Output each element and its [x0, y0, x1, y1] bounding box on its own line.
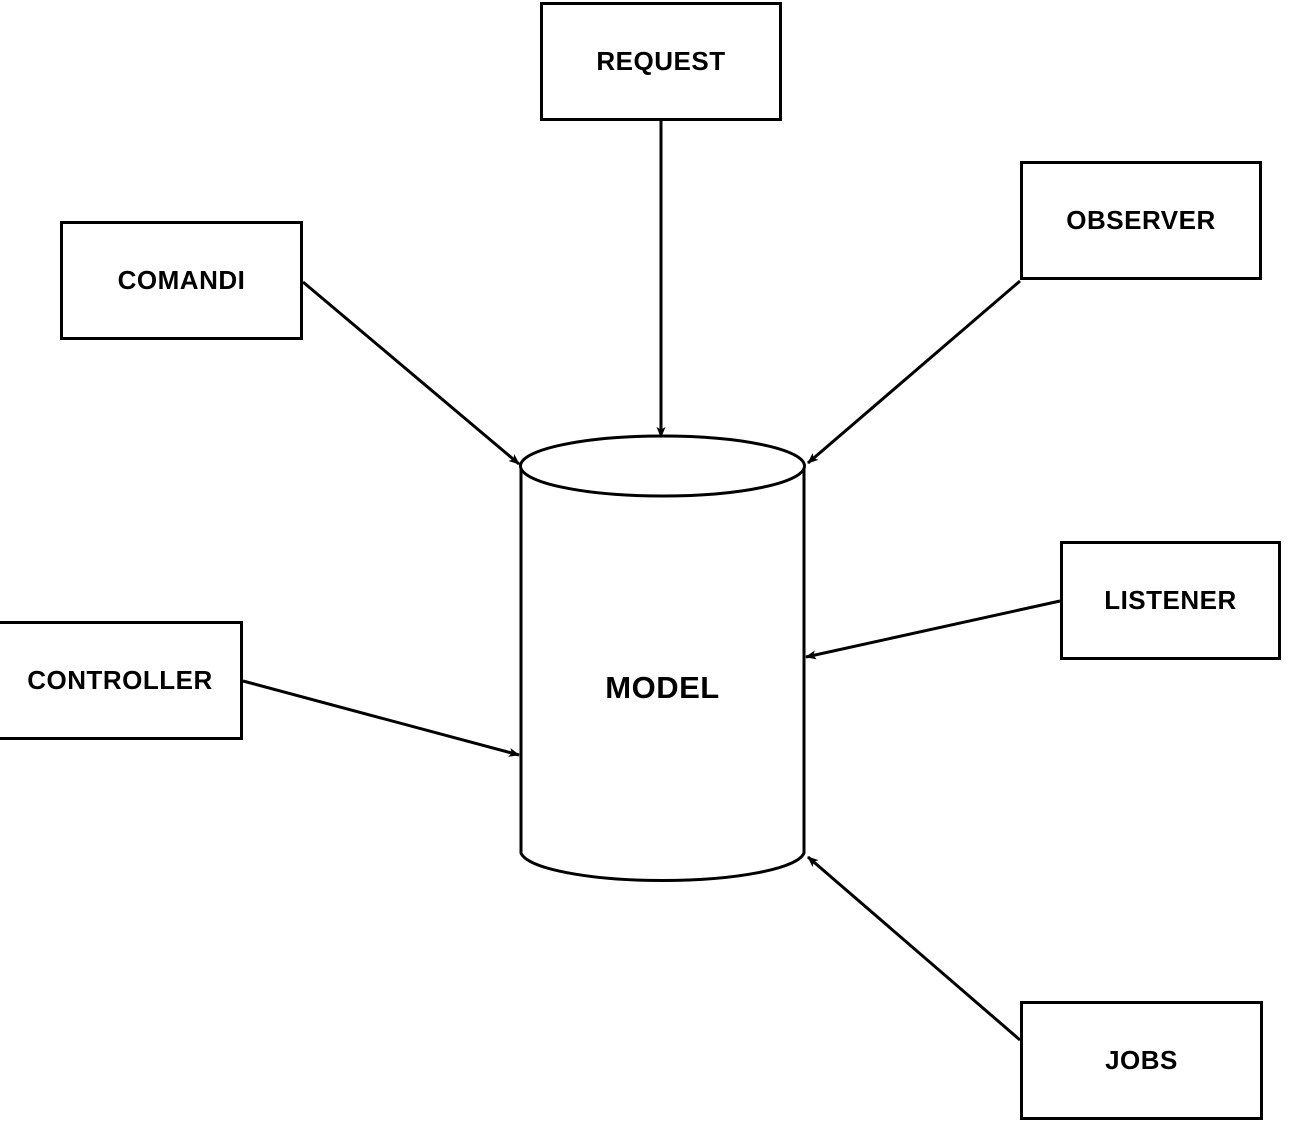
- edge-listener-to-model: [805, 599, 1061, 660]
- edge-controller-to-model: [242, 679, 520, 757]
- node-observer-label: OBSERVER: [1066, 205, 1216, 235]
- node-observer[interactable]: OBSERVER: [1020, 161, 1262, 280]
- node-listener-label: LISTENER: [1104, 585, 1237, 615]
- node-listener[interactable]: LISTENER: [1060, 541, 1281, 660]
- node-jobs[interactable]: JOBS: [1020, 1001, 1263, 1120]
- node-comandi[interactable]: COMANDI: [60, 221, 303, 340]
- node-controller[interactable]: CONTROLLER: [0, 621, 243, 740]
- model-label: MODEL: [605, 670, 720, 705]
- node-comandi-label: COMANDI: [117, 265, 246, 295]
- edge-comandi-to-model: [302, 280, 520, 466]
- node-controller-label: CONTROLLER: [27, 665, 213, 695]
- node-jobs-label: JOBS: [1105, 1045, 1178, 1075]
- edge-observer-to-model: [807, 279, 1021, 465]
- node-request[interactable]: REQUEST: [540, 2, 782, 121]
- node-request-label: REQUEST: [596, 46, 726, 76]
- edge-jobs-to-model: [807, 855, 1021, 1042]
- database-cylinder: [519, 434, 806, 882]
